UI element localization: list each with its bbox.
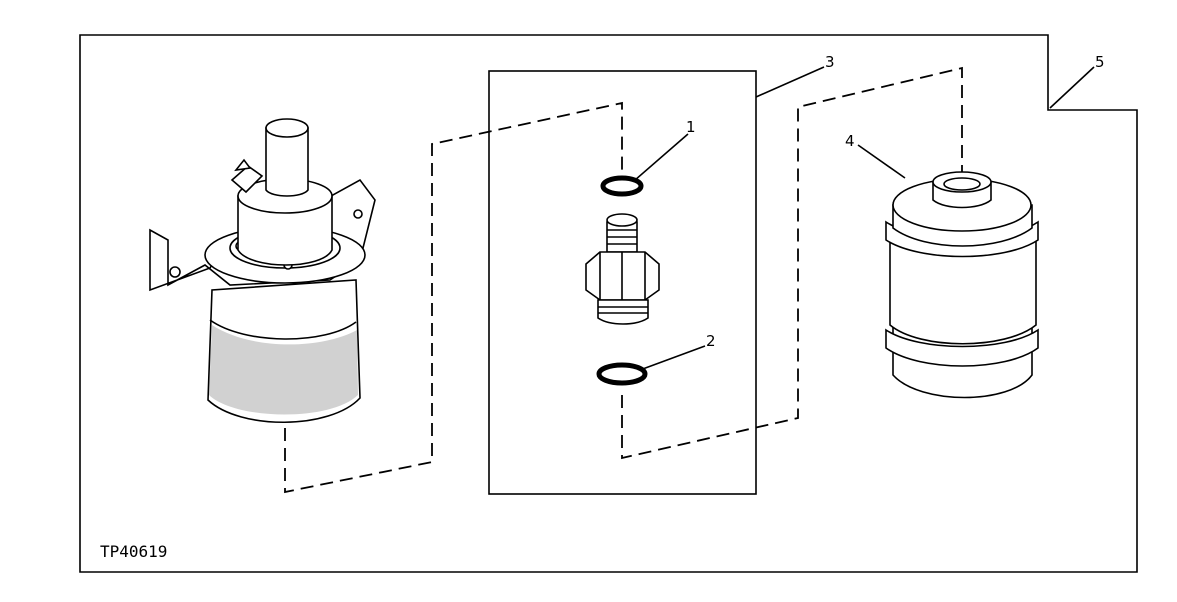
adapter-kit-box [488,70,757,495]
leader-line-2 [639,345,706,371]
leader-line-4 [857,144,906,179]
callout-2: 2 [706,332,716,350]
fuel-pump-unit [149,118,376,424]
callout-1: 1 [686,118,696,136]
leader-line-5 [1049,66,1095,109]
assembly-line-right [621,66,963,460]
callout-5: 5 [1095,53,1105,71]
callout-3: 3 [825,53,835,71]
figure-id: TP40619 [100,542,167,561]
o-ring-upper [600,175,644,197]
outer-frame [79,34,1138,573]
fuel-filter [885,171,1039,399]
adapter-fitting [585,213,660,325]
o-ring-lower [596,362,648,386]
leader-line-3 [755,66,825,98]
callout-4: 4 [845,132,855,150]
leader-line-1 [634,133,689,181]
